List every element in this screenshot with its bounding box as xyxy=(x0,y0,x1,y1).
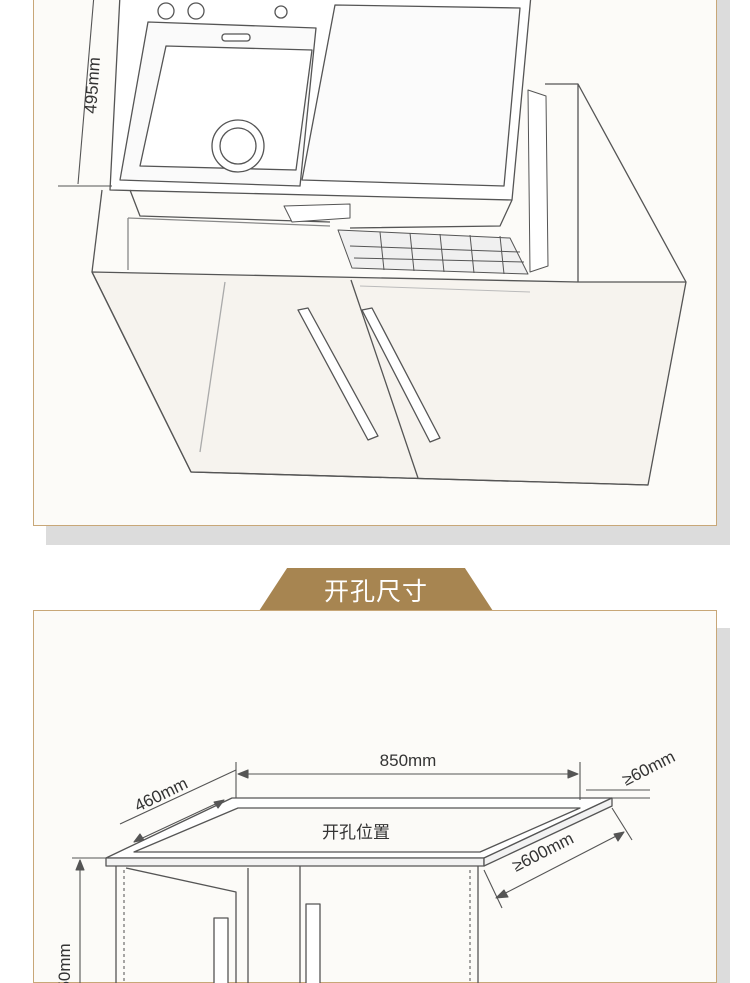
height-label: 850mm xyxy=(55,943,74,983)
cutout-hole xyxy=(133,807,581,853)
width-label: 850mm xyxy=(380,751,437,770)
back-margin-label: ≥60mm xyxy=(619,747,678,790)
bottom-door-handle-left xyxy=(213,917,229,983)
top-door-handle-right xyxy=(361,307,441,443)
sink-height-dimension xyxy=(58,0,112,187)
section-title-banner: 开孔尺寸 xyxy=(259,568,493,611)
height-dimension xyxy=(72,857,106,983)
front-margin-dimension xyxy=(483,807,633,909)
depth-label: 460mm xyxy=(131,774,190,816)
sink-unit xyxy=(109,0,532,229)
section-title: 开孔尺寸 xyxy=(323,576,428,606)
dish-basket xyxy=(283,89,549,293)
back-margin-dimension xyxy=(586,789,650,799)
bottom-cabinet xyxy=(115,866,479,983)
top-door-handle-left xyxy=(297,307,379,441)
cutout-position-label: 开孔位置 xyxy=(322,823,390,843)
sink-height-label: 495mm xyxy=(81,56,104,114)
width-dimension xyxy=(235,762,581,800)
bottom-door-handle-right xyxy=(305,903,321,983)
bottom-panel xyxy=(33,610,717,983)
top-cabinet xyxy=(91,83,687,486)
depth-dimension xyxy=(119,769,237,843)
